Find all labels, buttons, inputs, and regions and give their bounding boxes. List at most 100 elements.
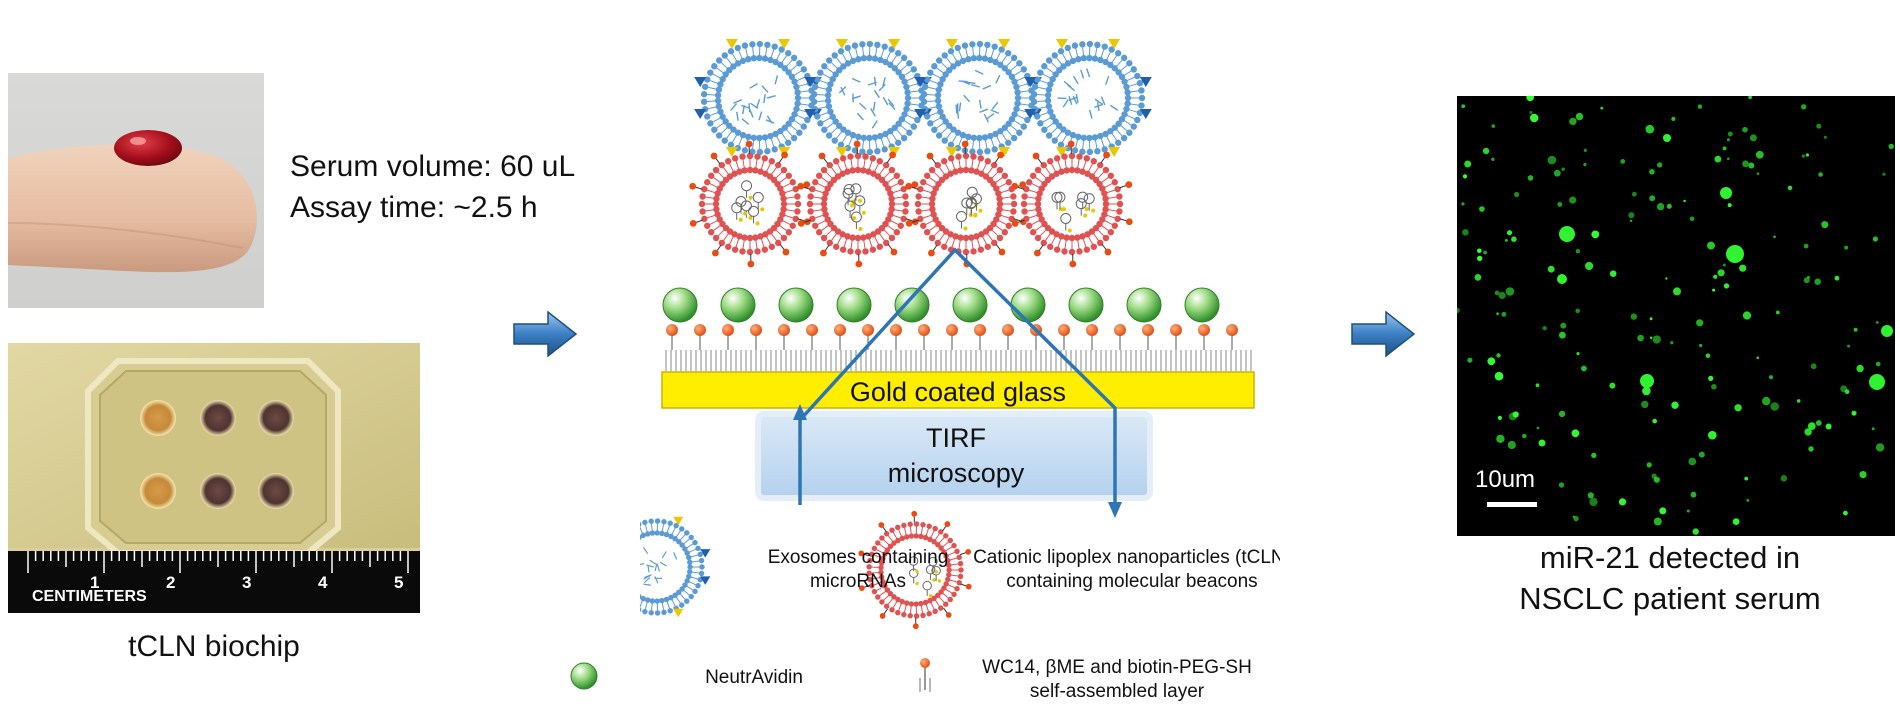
- fluorescent-spot: [1723, 146, 1727, 150]
- fluorescent-spot: [1748, 96, 1752, 99]
- fluorescent-spot: [1742, 160, 1749, 167]
- fluorescent-spot: [1683, 200, 1685, 202]
- fluorescent-spot: [1649, 169, 1655, 175]
- fluorescent-spot: [1835, 276, 1840, 281]
- tirf-label-line1: TIRF: [926, 423, 986, 453]
- scale-bar: [1487, 502, 1537, 507]
- fluorescent-spot: [1600, 107, 1603, 110]
- neutravidin-sphere: [1127, 288, 1161, 322]
- scale-bar-label: 10um: [1475, 466, 1535, 494]
- fluorescent-spot: [1691, 492, 1697, 498]
- legend-exosome-icon: [640, 517, 710, 618]
- fluorescent-spot: [1844, 246, 1848, 250]
- fluorescent-spot: [1706, 353, 1711, 358]
- fluorescent-spot: [1808, 446, 1813, 451]
- fluorescent-spot: [1746, 499, 1749, 502]
- fluorescent-spot: [1670, 341, 1673, 344]
- fluorescent-spot: [1569, 118, 1576, 125]
- biochip-photo: 12345 CENTIMETERS: [8, 343, 420, 613]
- ruler-number: 2: [166, 573, 175, 592]
- flow-arrow-right-icon-2: [1350, 310, 1416, 358]
- neutravidin-sphere: [1069, 288, 1103, 322]
- fluorescent-spot: [1650, 317, 1653, 320]
- fluorescent-spot: [1461, 202, 1464, 205]
- fluorescent-spot: [1650, 337, 1653, 340]
- biochip-caption: tCLN biochip: [8, 630, 420, 664]
- legend-tcln-icon: [858, 511, 971, 629]
- fluorescent-spot: [1496, 353, 1500, 357]
- fluorescent-spot: [1461, 104, 1465, 108]
- fluorescent-spot: [1652, 419, 1657, 424]
- fluorescent-spot: [1462, 229, 1468, 235]
- fluorescent-spot: [1559, 411, 1565, 417]
- fluorescent-spot: [1770, 402, 1779, 411]
- exosome: [694, 39, 822, 157]
- fluorescent-spot: [1576, 249, 1580, 253]
- fluorescent-spot: [1769, 375, 1773, 379]
- fluorescent-spot: [1588, 492, 1594, 498]
- fluorescent-spot: [1620, 159, 1625, 164]
- fluorescent-spot: [1673, 287, 1681, 295]
- fluorescent-spot: [1628, 212, 1634, 218]
- fluorescent-spot: [1536, 383, 1540, 387]
- fluorescent-spot: [1584, 149, 1587, 152]
- fluorescent-spot: [1557, 274, 1567, 284]
- fluorescent-spot: [1804, 428, 1811, 435]
- fluorescent-spot: [1699, 452, 1705, 458]
- tcln-particle: [905, 141, 1026, 268]
- fluorescent-spot: [1576, 352, 1579, 355]
- fluorescent-spot: [1463, 174, 1467, 178]
- fluorescent-spot: [1773, 236, 1776, 239]
- fluorescent-spot: [1815, 279, 1821, 285]
- fluorescent-spot: [1711, 384, 1717, 390]
- fluorescent-spot: [1543, 326, 1547, 330]
- fluorescent-spot: [1733, 518, 1740, 525]
- tcln-particle: [1011, 141, 1132, 268]
- legend-neutravidin-label: NeutrAvidin: [705, 667, 803, 688]
- fluorescent-spot: [1882, 173, 1885, 176]
- fluorescent-spot: [1687, 510, 1690, 513]
- fluorescent-spot: [1816, 124, 1821, 129]
- exosome: [804, 39, 932, 157]
- fluorescent-spot: [1649, 195, 1655, 201]
- fluorescent-spot: [1498, 416, 1502, 420]
- fluorescent-spot: [1872, 427, 1875, 430]
- fluorescent-spot: [1873, 236, 1878, 241]
- fluorescent-spot: [1522, 434, 1527, 439]
- fluorescent-spot: [1734, 404, 1741, 411]
- fluorescent-spot: [1876, 321, 1879, 324]
- tcln-row: [689, 141, 1132, 268]
- fluorescent-spot: [1739, 265, 1746, 272]
- fluorescent-spot: [1889, 144, 1894, 149]
- fluorescent-spot: [1511, 236, 1517, 242]
- flow-arrow-right-icon: [512, 310, 578, 358]
- tirf-label-line2: microscopy: [888, 458, 1025, 488]
- fluorescent-spot: [1718, 269, 1725, 276]
- legend-exosome-line1: Exosomes containing: [768, 547, 949, 568]
- fluorescent-spot: [1843, 511, 1848, 516]
- fluorescent-spot: [1554, 170, 1561, 177]
- fluorescent-spot: [1723, 264, 1726, 267]
- fluorescent-spot: [1744, 477, 1748, 481]
- fluorescent-spot: [1641, 401, 1648, 408]
- fluorescent-spot: [1539, 440, 1546, 447]
- fluorescent-spot: [1557, 202, 1562, 207]
- fluorescent-spot: [1647, 462, 1652, 467]
- fluorescent-spot: [1671, 402, 1678, 409]
- fluorescent-spot: [1559, 332, 1566, 339]
- fluorescent-spot: [1640, 374, 1654, 388]
- fluorescent-spot: [1646, 125, 1655, 134]
- ruler-number: 4: [318, 573, 328, 592]
- fluorescent-spot: [1653, 335, 1661, 343]
- fluorescent-spot: [1492, 124, 1496, 128]
- fluorescent-spot: [1824, 136, 1827, 139]
- fluorescent-spot: [1508, 441, 1516, 449]
- fluorescent-spot: [1688, 458, 1696, 466]
- fluorescent-spot: [1499, 292, 1506, 299]
- fluorescent-spot: [1698, 104, 1702, 108]
- legend-sam-line2: self-assembled layer: [1030, 681, 1205, 702]
- fluorescent-spot: [1548, 156, 1557, 165]
- fluorescent-spot: [1495, 372, 1504, 381]
- fluorescent-spot: [1491, 158, 1494, 161]
- fluorescent-spot: [1788, 186, 1793, 191]
